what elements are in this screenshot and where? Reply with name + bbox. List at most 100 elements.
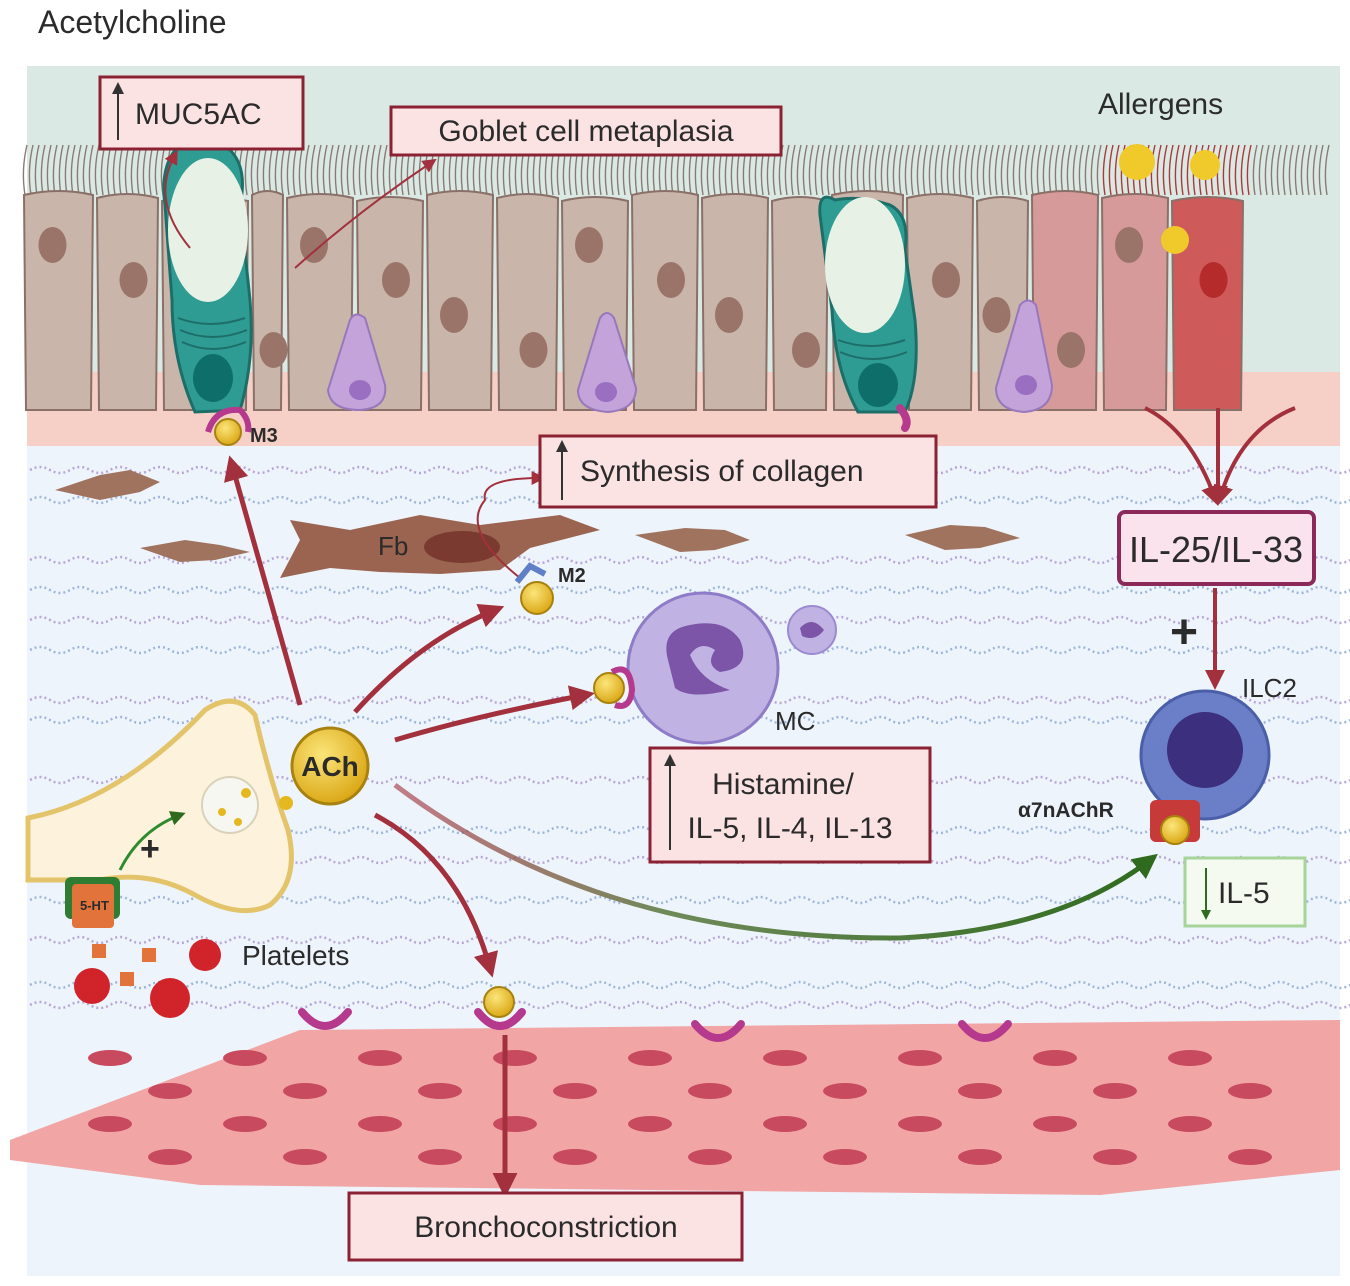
cell-nucleus [1115,227,1143,263]
bronchoconstriction-text: Bronchoconstriction [414,1211,677,1244]
fibroblasts [55,470,1020,562]
cell-nucleus [982,297,1011,333]
mast-cell [626,591,837,745]
fb-label: Fb [378,531,408,561]
muscle-nucleus [688,1083,732,1099]
muc5ac-box: MUC5AC [98,75,305,151]
muscle-nucleus [553,1149,597,1165]
muscle-nucleus [823,1083,867,1099]
epithelial-cell [495,193,560,411]
goblet-box: Goblet cell metaplasia [389,105,783,157]
diagram-title: Acetylcholine [38,4,227,40]
il5-text: IL-5 [1218,877,1270,910]
m3-receptor [205,406,252,433]
il5-box: IL-5 [1183,856,1307,928]
mc-label: MC [775,706,815,736]
muscle-nucleus [493,1116,537,1132]
cell-nucleus [38,227,67,263]
plus-green: + [140,830,160,868]
muscle-nucleus [628,1050,672,1066]
collagen-box: Synthesis of collagen [538,434,938,509]
muscle-nucleus [358,1116,402,1132]
cell-nucleus [1057,332,1085,368]
muscle-nucleus [88,1116,132,1132]
muscle-nucleus [898,1050,942,1066]
muscle-nucleus [958,1083,1002,1099]
collagen-text: Synthesis of collagen [580,455,864,488]
cell-nucleus [300,227,328,263]
goblet-text: Goblet cell metaplasia [438,115,733,148]
muscle-nucleus [1228,1083,1272,1099]
bronchoconstriction-box: Bronchoconstriction [347,1191,744,1262]
m2-receptor [514,562,547,584]
cell-nucleus [932,262,960,298]
cell-nucleus [657,262,685,298]
goblet-cell-right [818,195,918,414]
muscle-nucleus [1168,1050,1212,1066]
histamine-line2: IL-5, IL-4, IL-13 [687,812,892,845]
epithelial-cell [770,196,830,411]
muscle-nucleus [418,1083,462,1099]
cell-nucleus [575,227,603,263]
muscle-nucleus [1168,1116,1212,1132]
muscle-nucleus [958,1149,1002,1165]
muscle-nucleus [148,1149,192,1165]
goblet-cell-left [162,141,253,414]
il25-text: IL-25/IL-33 [1129,529,1303,570]
cell-nucleus [382,262,410,298]
ilc2-label: ILC2 [1242,673,1297,703]
mc-receptor [610,666,636,709]
muscle-nucleus [1228,1149,1272,1165]
epithelial-cell [1100,193,1170,411]
cell-nucleus [792,332,820,368]
epithelial-cell [22,190,95,411]
muscle-nucleus [88,1050,132,1066]
muscle-receptor-bound [474,1009,526,1030]
platelets-label: Platelets [242,940,349,971]
il25-box: IL-25/IL-33 [1117,510,1316,586]
effect-arrows [164,150,546,579]
ach-label: ACh [301,751,359,782]
ach-arrows [224,455,595,1198]
muscle-nucleus [898,1116,942,1132]
a7nachr-label: α7nAChR [1018,799,1114,822]
m3-label: M3 [250,425,278,447]
muscle-nucleus [763,1050,807,1066]
smooth-muscle-layer [10,1020,1340,1195]
epithelial-cell [95,193,160,411]
muscle-nucleus [823,1149,867,1165]
cell-nucleus [519,332,548,368]
fibroblast-main [280,515,600,578]
histamine-box: Histamine/ IL-5, IL-4, IL-13 [648,746,932,864]
epithelial-cell [250,190,285,411]
muscle-nucleus [1093,1149,1137,1165]
ilc2-cell [1139,689,1271,845]
plus-red: + [1170,606,1198,659]
muscle-nucleus [1033,1050,1077,1066]
muscle-nucleus [358,1050,402,1066]
serotonin-label: 5-HT [80,898,109,913]
epithelial-cell [630,190,700,411]
muscle-nucleus [223,1116,267,1132]
cell-nucleus [119,262,148,298]
neuron-terminal [25,698,294,914]
serotonin-receptor [65,877,120,928]
muscle-nucleus [628,1116,672,1132]
muc5ac-text: MUC5AC [135,98,262,131]
allergen-particles [1119,144,1220,254]
epithelial-cell [1170,196,1245,411]
epithelial-cell [905,193,975,411]
allergens-label: Allergens [1098,88,1223,121]
cell-nucleus [1199,262,1228,298]
histamine-line1: Histamine/ [712,768,854,801]
muscle-nucleus [1033,1116,1077,1132]
muscle-nucleus [493,1050,537,1066]
green-arrow-neuron [118,811,186,871]
muscle-nucleus [553,1083,597,1099]
ach-molecule [290,726,370,806]
muscle-nucleus [148,1083,192,1099]
green-arrow-to-ilc2 [393,783,1158,941]
muscle-nucleus [283,1083,327,1099]
basal-cells [326,299,1054,414]
muscle-nucleus [763,1116,807,1132]
